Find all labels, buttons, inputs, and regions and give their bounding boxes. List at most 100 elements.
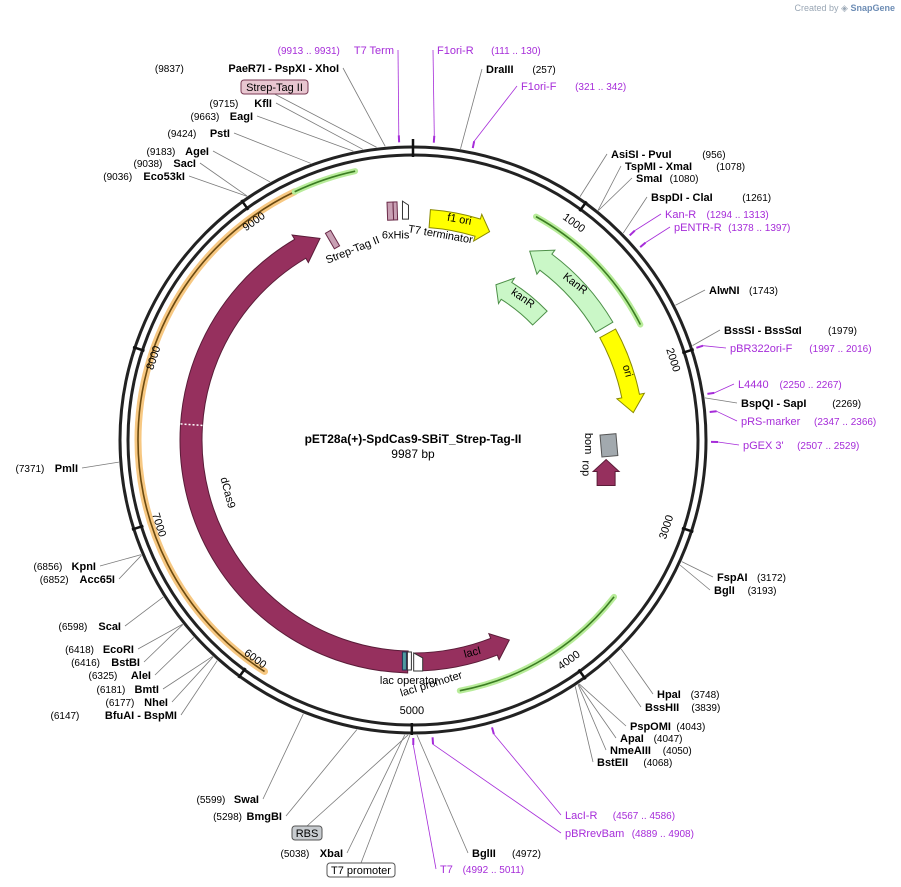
primer-site: F1ori-F(321 .. 342) [471, 81, 626, 149]
laci-glow-line [459, 596, 615, 692]
primer-position: (4889 .. 4908) [632, 829, 694, 840]
site-position: (9715) [209, 99, 238, 110]
site-position: (9183) [146, 147, 175, 158]
site-name: BspQI - SapI [741, 398, 806, 410]
site-position: (3193) [748, 586, 777, 597]
site-leader-line [212, 150, 271, 183]
site-position: (956) [702, 150, 725, 161]
primer-name: L4440 [738, 379, 769, 391]
primer-mark [707, 391, 715, 395]
primer-position: (2250 .. 2267) [780, 380, 842, 391]
restriction-site: NmeAIII(4050) [577, 684, 692, 757]
tick-label: 3000 [657, 514, 676, 541]
restriction-site: BstBI(6416) [71, 624, 184, 669]
site-name: BmtI [135, 684, 159, 696]
site-leader-line [154, 637, 195, 676]
restriction-site: EagI(9663) [190, 111, 354, 152]
site-position: (6598) [58, 622, 87, 633]
rop-label: rop [580, 460, 592, 476]
restriction-site: BglI(3193) [679, 564, 777, 597]
box-text: Strep-Tag II [246, 82, 303, 94]
strep-glow-arc [291, 168, 359, 195]
restriction-site: Eco53kI(9036) [103, 171, 247, 197]
primer-mark [709, 410, 717, 413]
site-name: XbaI [320, 848, 343, 860]
site-position: (3839) [691, 703, 720, 714]
site-position: (6177) [105, 698, 134, 709]
restriction-site: BfuAI - BspMI(6147) [50, 660, 218, 722]
box-frame [326, 862, 396, 878]
primer-leader-line [432, 49, 435, 136]
box-text: T7 promoter [331, 865, 391, 877]
site-leader-line [346, 734, 406, 854]
site-name: BssHII [645, 702, 679, 714]
primer-name: pENTR-R [674, 222, 722, 234]
site-name: AgeI [185, 146, 209, 158]
primer-leader-line [717, 441, 740, 446]
primer-leader-line [714, 383, 735, 394]
six-his-label: 6xHis [382, 230, 410, 242]
primer-name: pRS-marker [741, 416, 801, 428]
site-leader-line [342, 67, 386, 147]
site-name: BstEII [597, 757, 628, 769]
site-leader-line [577, 684, 607, 751]
restriction-site: EcoRI(6418) [65, 623, 183, 656]
kanr-arrow-outer [529, 249, 614, 334]
restriction-site: FspAI(3172) [681, 561, 786, 584]
site-position: (9663) [190, 112, 219, 123]
restriction-site: BglII(4972) [416, 734, 541, 860]
site-position: (6856) [33, 562, 62, 573]
site-position: (9424) [167, 129, 196, 140]
primer-position: (1294 .. 1313) [707, 210, 769, 221]
site-name: SwaI [234, 794, 259, 806]
t7-terminator-mark [401, 200, 409, 220]
restriction-site: BstEII(4068) [574, 686, 672, 769]
site-leader-line [460, 68, 483, 149]
primer-name: Kan-R [665, 209, 696, 221]
site-name: BspDI - ClaI [651, 192, 713, 204]
primer-position: (1997 .. 2016) [809, 344, 871, 355]
dcas9-label: dCas9 [217, 476, 237, 510]
site-position: (257) [532, 65, 555, 76]
primer-mark [491, 727, 495, 735]
primer-site: Kan-R (1294 .. 1313) [628, 209, 769, 237]
site-leader-line [574, 686, 594, 763]
tick-mark [577, 668, 587, 680]
site-leader-line [578, 683, 617, 739]
site-leader-line [597, 165, 622, 211]
site-position: (4047) [654, 734, 683, 745]
site-name: SacI [173, 158, 196, 170]
primer-leader-line [645, 226, 671, 243]
site-leader-line [622, 196, 648, 234]
kanr-glow-line [535, 215, 642, 325]
site-position: (6325) [88, 671, 117, 682]
lac-operator-mark [401, 651, 407, 671]
site-name: EcoRI [103, 644, 134, 656]
tick-mark [237, 667, 247, 679]
primer-leader-line [473, 85, 518, 142]
restriction-site: ScaI (6598) [58, 596, 164, 633]
restriction-site: NheI(6177) [105, 656, 214, 709]
primer-site: T7 Term(9913 .. 9931) [278, 45, 401, 143]
site-name: AleI [131, 670, 151, 682]
site-name: ScaI [98, 621, 121, 633]
box-leader-line [274, 93, 377, 148]
site-leader-line [275, 102, 363, 150]
site-position: (1743) [749, 286, 778, 297]
site-name: Eco53kI [143, 171, 185, 183]
site-leader-line [262, 713, 304, 800]
primer-site: pENTR-R(1378 .. 1397) [639, 222, 790, 248]
site-leader-line [99, 554, 142, 567]
site-position: (3748) [691, 690, 720, 701]
box-frame [240, 79, 309, 95]
site-leader-line [598, 177, 633, 211]
restriction-site: BmgBI(5298) [213, 729, 358, 823]
site-leader-line [608, 660, 642, 708]
site-leader-line [199, 162, 248, 197]
site-leader-line [188, 175, 247, 197]
restriction-site: DraIII(257) [460, 64, 556, 149]
primer-name: F1ori-R [437, 45, 474, 57]
boxed-feature-label: Strep-Tag II [240, 79, 377, 148]
site-position: (4043) [676, 722, 705, 733]
